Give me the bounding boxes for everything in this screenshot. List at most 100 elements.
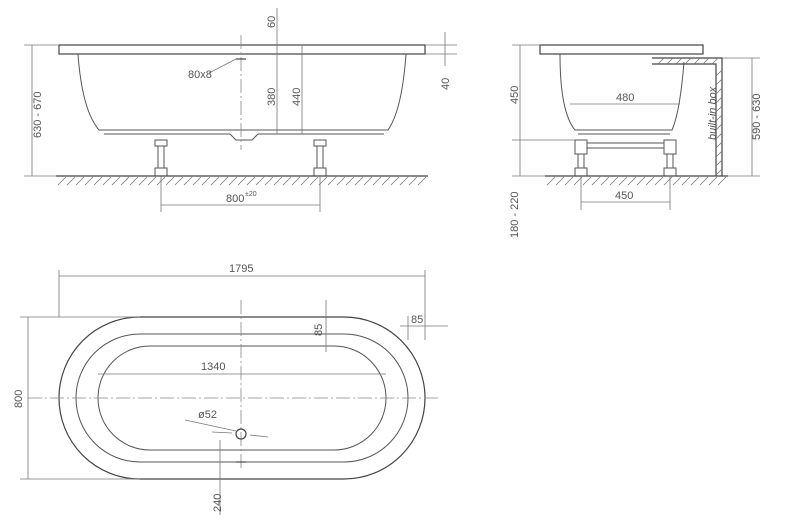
floor-hatch-line — [183, 176, 193, 186]
floor-hatch-line — [93, 176, 103, 186]
box-hatch-line — [715, 114, 723, 122]
box-hatch-line — [715, 159, 723, 167]
floor-hatch-line — [336, 176, 346, 186]
side-floor-hatch — [57, 176, 427, 186]
floor-hatch-line — [192, 176, 202, 186]
floor-hatch-line — [57, 176, 67, 186]
side-rim — [58, 44, 426, 55]
floor-hatch-line — [120, 176, 130, 186]
floor-hatch-line — [372, 176, 382, 186]
side-leg-right — [313, 139, 327, 177]
dim-height: 630 - 670 — [32, 92, 44, 138]
box-hatch-line — [715, 78, 723, 86]
floor-hatch-line — [102, 176, 112, 186]
floor-hatch-line — [66, 176, 76, 186]
dim-leg-spacing: 450 — [615, 190, 633, 202]
side-leg-left — [154, 139, 168, 177]
box-hatch-line — [715, 123, 723, 131]
dim-rim-right-top: 85 — [411, 314, 423, 326]
floor-hatch-line — [291, 176, 301, 186]
floor-hatch-line — [264, 176, 274, 186]
floor-hatch-line — [627, 176, 637, 186]
box-hatch-line — [715, 168, 723, 176]
floor-hatch-line — [363, 176, 373, 186]
floor-hatch-line — [564, 176, 574, 186]
dim-legs-tol: ±20 — [245, 191, 257, 198]
floor-hatch-line — [636, 176, 646, 186]
floor-hatch-line — [381, 176, 391, 186]
floor-hatch-line — [618, 176, 628, 186]
floor-hatch-line — [147, 176, 157, 186]
dim-rim-right: 40 — [440, 78, 452, 90]
floor-hatch-line — [717, 176, 727, 186]
floor-hatch-line — [672, 176, 682, 186]
floor-hatch-line — [600, 176, 610, 186]
end-body — [559, 53, 685, 131]
floor-hatch-line — [327, 176, 337, 186]
floor-hatch-line — [246, 176, 256, 186]
floor-hatch-line — [237, 176, 247, 186]
box-hatch-line — [715, 132, 723, 140]
floor-hatch-line — [417, 176, 427, 186]
floor-hatch-line — [165, 176, 175, 186]
floor-hatch-line — [273, 176, 283, 186]
dim-rim-top: 85 — [313, 324, 325, 336]
side-view: 80x8 630 - 670 60 380 440 40 800 ±20 — [24, 8, 457, 212]
box-hatch-line — [715, 96, 723, 104]
dim-leg-height: 180 - 220 — [509, 192, 521, 238]
floor-hatch-line — [681, 176, 691, 186]
end-floor-hatch — [546, 176, 727, 186]
floor-hatch-line — [654, 176, 664, 186]
floor-hatch-line — [663, 176, 673, 186]
box-hatch-line — [711, 57, 719, 65]
dim-legs: 800 — [226, 193, 244, 205]
box-hatch-line — [702, 57, 710, 65]
floor-hatch-line — [201, 176, 211, 186]
box-hatch-line — [684, 57, 692, 65]
side-body — [77, 53, 407, 131]
dim-drain-offset: 240 — [212, 494, 224, 512]
floor-hatch-line — [708, 176, 718, 186]
floor-hatch-line — [228, 176, 238, 186]
floor-hatch-line — [75, 176, 85, 186]
floor-hatch-line — [138, 176, 148, 186]
side-bottom — [104, 133, 384, 141]
floor-hatch-line — [546, 176, 556, 186]
builtin-box-hatch — [657, 57, 723, 176]
box-hatch-line — [715, 69, 723, 77]
top-view: ø52 1795 800 1340 85 85 240 — [13, 263, 448, 515]
end-leg-frame — [574, 139, 677, 177]
floor-hatch-line — [555, 176, 565, 186]
floor-hatch-line — [390, 176, 400, 186]
floor-hatch-line — [609, 176, 619, 186]
floor-hatch-line — [255, 176, 265, 186]
label-builtin-box: built-in box — [707, 86, 719, 140]
end-rim — [539, 44, 704, 55]
floor-hatch-line — [111, 176, 121, 186]
dim-inner-length: 1340 — [201, 361, 225, 373]
floor-hatch-line — [690, 176, 700, 186]
floor-hatch-line — [582, 176, 592, 186]
floor-hatch-line — [408, 176, 418, 186]
floor-hatch-line — [282, 176, 292, 186]
dim-end-height: 450 — [509, 86, 521, 104]
floor-hatch-line — [591, 176, 601, 186]
floor-hatch-line — [174, 176, 184, 186]
dim-rim: 60 — [266, 16, 278, 28]
dim-width: 800 — [13, 390, 25, 408]
box-hatch-line — [693, 57, 701, 65]
floor-hatch-line — [309, 176, 319, 186]
dim-overflow: 80x8 — [188, 69, 212, 81]
floor-hatch-line — [219, 176, 229, 186]
box-hatch-line — [715, 105, 723, 113]
floor-hatch-line — [84, 176, 94, 186]
floor-hatch-line — [210, 176, 220, 186]
dim-depth-outer: 440 — [291, 88, 303, 106]
floor-hatch-line — [345, 176, 355, 186]
floor-hatch-line — [645, 176, 655, 186]
floor-hatch-line — [354, 176, 364, 186]
dim-drain: ø52 — [198, 409, 217, 421]
box-hatch-line — [666, 57, 674, 65]
box-hatch-line — [715, 87, 723, 95]
dim-depth-inner: 380 — [266, 88, 278, 106]
